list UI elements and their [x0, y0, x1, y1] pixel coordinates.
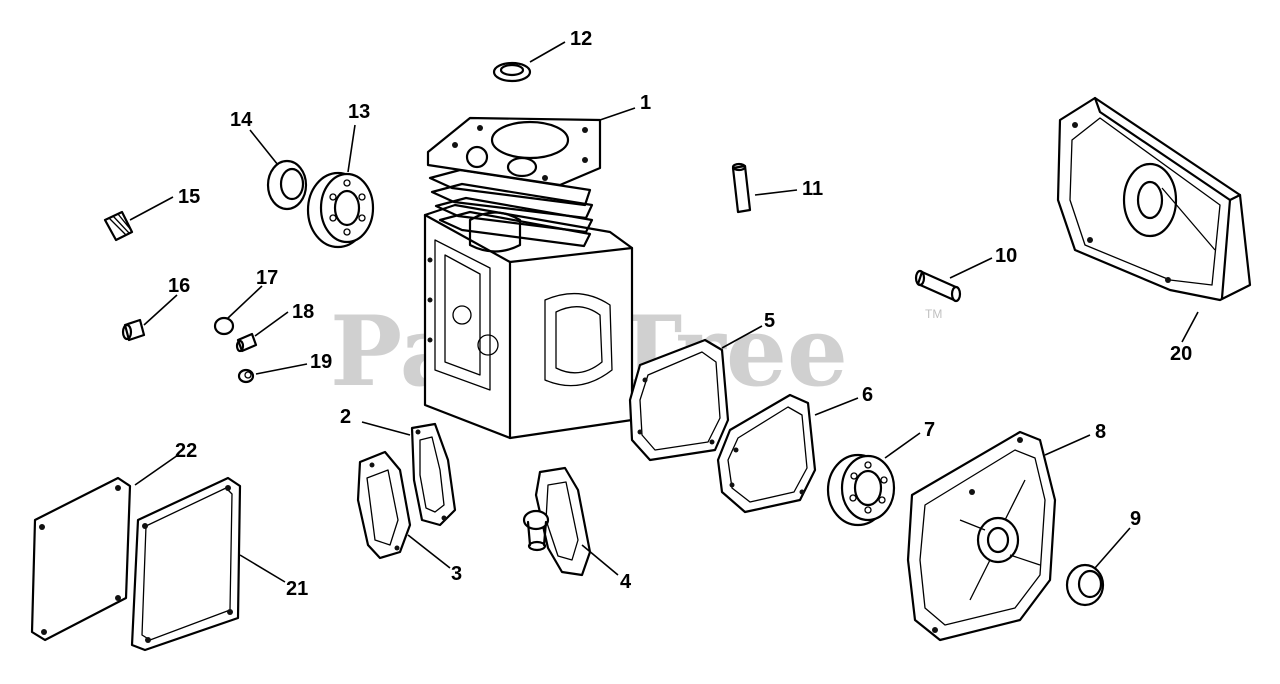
callout-15[interactable]: 15: [178, 186, 200, 208]
part-blower-housing-20[interactable]: [1056, 96, 1252, 302]
part-breather-cover-3[interactable]: [356, 450, 412, 560]
part-plug-19[interactable]: [237, 368, 255, 384]
part-bearing-13[interactable]: [306, 171, 375, 249]
callout-18[interactable]: 18: [292, 301, 314, 323]
part-cylinder-block[interactable]: [423, 116, 634, 440]
callout-12[interactable]: 12: [570, 28, 592, 50]
callout-19[interactable]: 19: [310, 351, 332, 373]
callout-7[interactable]: 7: [924, 419, 935, 441]
part-plug-15[interactable]: [103, 210, 134, 242]
part-plug-16[interactable]: [121, 318, 146, 342]
part-dowel-11[interactable]: [731, 162, 752, 214]
callout-16[interactable]: 16: [168, 275, 190, 297]
callout-3[interactable]: 3: [451, 563, 462, 585]
part-closure-plate-8[interactable]: [906, 430, 1057, 642]
callout-2[interactable]: 2: [340, 406, 351, 428]
callout-4[interactable]: 4: [620, 571, 632, 593]
part-gasket-2[interactable]: [410, 422, 457, 527]
callout-9[interactable]: 9: [1130, 508, 1141, 530]
callout-11[interactable]: 11: [802, 178, 823, 200]
callout-20[interactable]: 20: [1170, 343, 1192, 365]
callout-labels: 1 2 3 4 5 6 7 8 9 10 11 12 13 14 15 16 1…: [168, 28, 1192, 600]
callout-5[interactable]: 5: [764, 310, 775, 332]
part-gasket-21[interactable]: [130, 476, 242, 652]
part-oil-seal-9[interactable]: [1065, 563, 1105, 607]
part-bearing-7[interactable]: [826, 453, 896, 527]
callout-14[interactable]: 14: [230, 109, 253, 131]
part-cap-17[interactable]: [213, 316, 235, 336]
callout-17[interactable]: 17: [256, 267, 278, 289]
callout-10[interactable]: 10: [995, 245, 1017, 267]
callout-13[interactable]: 13: [348, 101, 370, 123]
callout-21[interactable]: 21: [286, 578, 308, 600]
callout-6[interactable]: 6: [862, 384, 873, 406]
part-gasket-5[interactable]: [628, 338, 730, 462]
part-ring-12[interactable]: [492, 61, 532, 83]
callout-1[interactable]: 1: [640, 92, 651, 114]
part-breather-4[interactable]: [522, 466, 592, 577]
part-pin-18[interactable]: [235, 332, 258, 353]
watermark-tm: TM: [925, 307, 942, 321]
part-plate-22[interactable]: [30, 476, 132, 642]
callout-22[interactable]: 22: [175, 440, 197, 462]
callout-8[interactable]: 8: [1095, 421, 1106, 443]
part-gasket-6[interactable]: [716, 393, 817, 514]
part-oil-seal-14[interactable]: [266, 159, 308, 211]
part-pin-10[interactable]: [914, 269, 962, 303]
leader-lines: [129, 41, 1199, 583]
